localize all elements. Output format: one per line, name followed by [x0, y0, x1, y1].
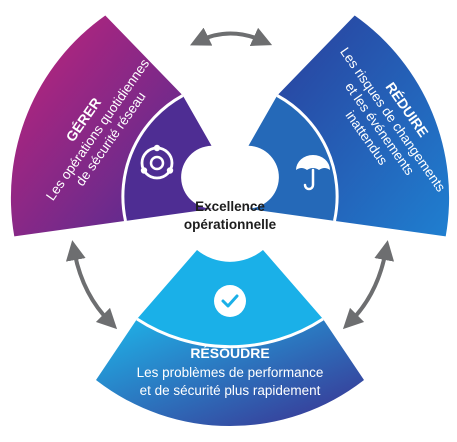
segment-resolve-outer: [96, 319, 364, 427]
segment-manage-inner: [122, 95, 214, 221]
arrow-manage-reduce: [189, 27, 273, 46]
segment-manage-outer: [10, 15, 183, 237]
resolve-text-line2: et de sécurité plus rapidement: [140, 383, 321, 398]
cycle-icon: [140, 144, 174, 180]
center-title-line2: opérationnelle: [184, 217, 277, 232]
checkmark-icon: [214, 285, 246, 317]
umbrella-icon: [296, 155, 330, 191]
segment-reduce-inner: [246, 95, 338, 221]
segment-reduce: RÉDUIRE Les risques de changements et le…: [246, 15, 450, 237]
segment-resolve: RÉSOUDRE Les problèmes de performance et…: [96, 250, 364, 427]
resolve-text-line1: Les problèmes de performance: [137, 365, 324, 380]
center-title-line1: Excellence: [195, 199, 265, 214]
segment-reduce-outer: [277, 15, 450, 237]
arrow-reduce-resolve: [342, 240, 395, 330]
arrow-manage-resolve: [65, 240, 118, 330]
resolve-title: RÉSOUDRE: [190, 345, 269, 361]
segment-manage: GÉRER Les opérations quotidiennes de séc…: [10, 15, 214, 237]
